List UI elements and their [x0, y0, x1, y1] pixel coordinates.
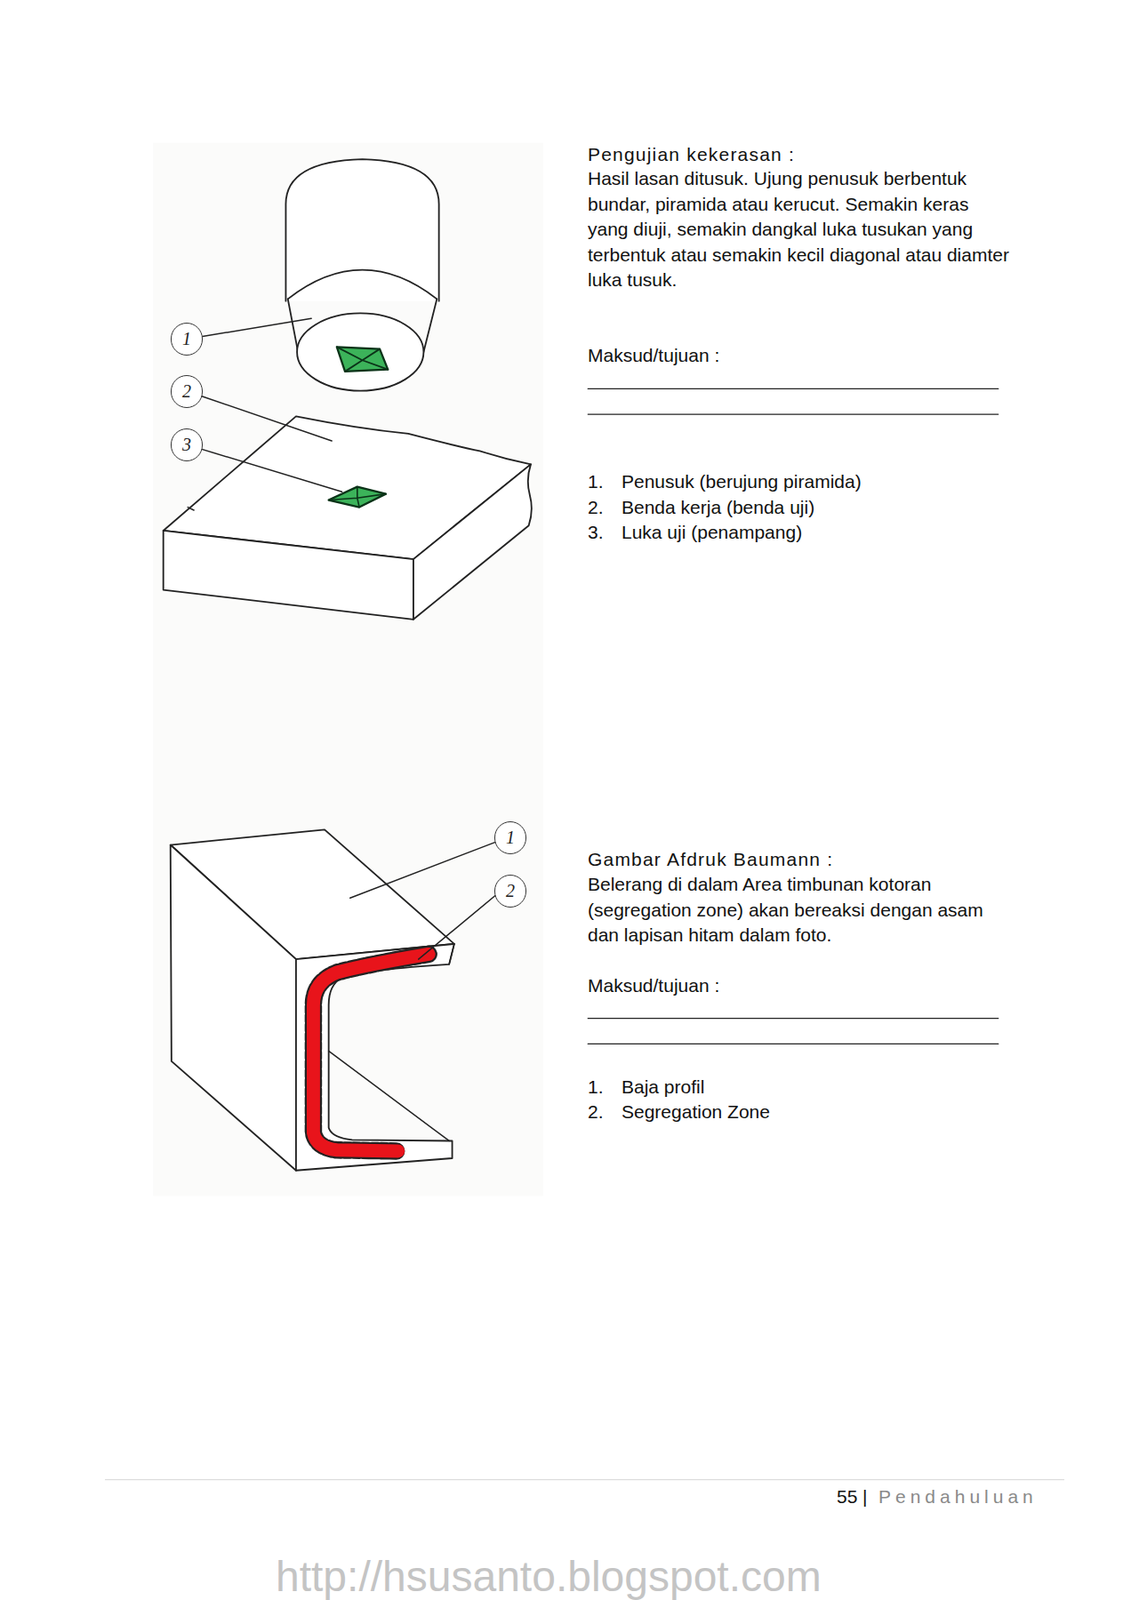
prompt: Maksud/tujuan :	[587, 973, 997, 1000]
workpiece-front	[163, 530, 414, 620]
callout-text: 2	[182, 381, 192, 402]
list-number: 1.	[587, 1074, 624, 1101]
list-number: 2.	[587, 1099, 624, 1126]
part-name: Baja profil	[621, 1074, 1013, 1101]
list-number: 1.	[587, 469, 624, 496]
footer-rule	[104, 1479, 1065, 1481]
separator: |	[862, 1484, 875, 1511]
chapter-name: Pendahuluan	[878, 1484, 1075, 1511]
callout-text: 2	[505, 881, 515, 902]
callout-number: 2	[494, 874, 528, 908]
list-number: 2.	[587, 495, 624, 522]
description: Belerang di dalam Area timbunan kotoran …	[587, 872, 1011, 949]
watermark: http://hsusanto.blogspot.com	[275, 1554, 899, 1600]
indenter-body	[285, 159, 439, 302]
zone-outline	[312, 954, 429, 1152]
description: Hasil lasan ditusuk. Ujung penusuk berbe…	[587, 166, 1011, 294]
pyramid-tip	[336, 346, 388, 372]
mark	[187, 507, 194, 511]
profile-side	[170, 845, 297, 1172]
callout-text: 3	[182, 434, 192, 456]
part-name: Penusuk (berujung piramida)	[621, 469, 1013, 496]
indenter-edge	[288, 270, 438, 300]
prompt: Maksud/tujuan :	[587, 343, 997, 369]
callout-text: 1	[182, 328, 192, 350]
callout-number: 3	[170, 428, 204, 462]
part-name: Luka uji (penampang)	[621, 520, 1013, 546]
callout-text: 1	[505, 827, 515, 849]
profile-section	[296, 944, 455, 1172]
indenter-face	[296, 312, 424, 391]
callout-number: 1	[494, 821, 528, 855]
part-name: Benda kerja (benda uji)	[621, 495, 1013, 522]
leader-line	[200, 318, 342, 492]
section-title: Pengujian kekerasan :	[587, 142, 1015, 169]
workpiece-side	[413, 464, 532, 619]
scan-ground	[152, 143, 544, 1197]
callout-number: 1	[170, 322, 204, 356]
list-number: 3.	[587, 520, 624, 546]
page-number: 55	[836, 1484, 864, 1511]
section-title: Gambar Afdruk Baumann :	[587, 847, 1015, 874]
part-name: Segregation Zone	[621, 1099, 1013, 1126]
leader-line	[350, 842, 497, 960]
pyramid-edges	[336, 346, 388, 372]
drawing-part	[152, 143, 999, 1197]
segregation-zone	[312, 954, 429, 1152]
